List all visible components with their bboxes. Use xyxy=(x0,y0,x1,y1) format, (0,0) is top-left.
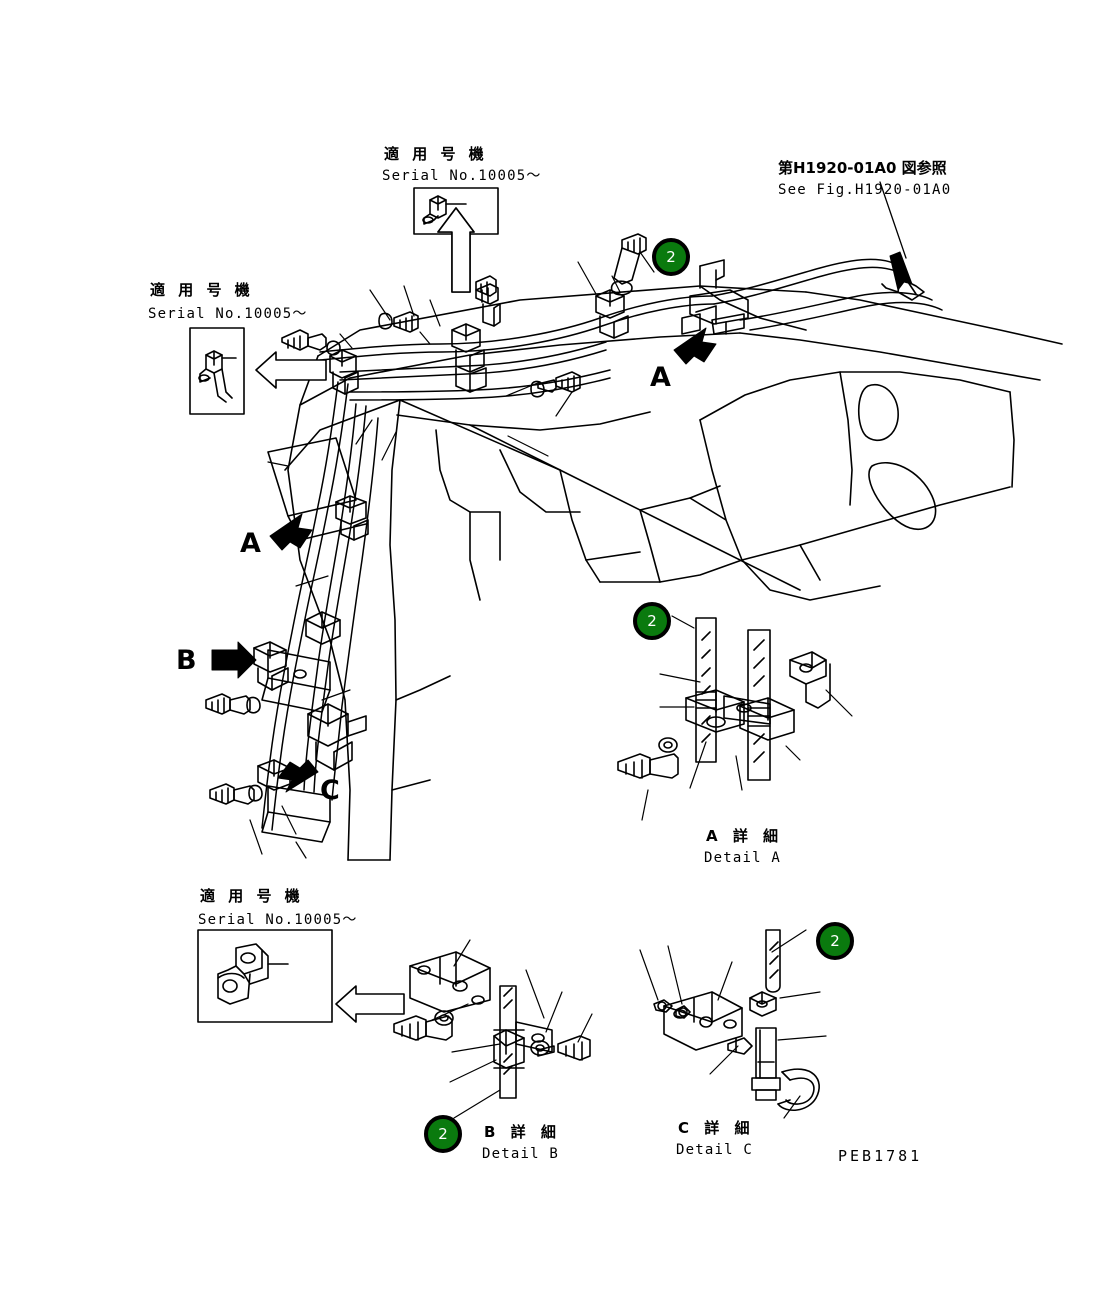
section-arrow-b xyxy=(211,641,257,679)
callout-marker-2-detail-a[interactable]: 2 xyxy=(633,602,671,640)
note-left-lower-serial: Serial No.10005〜 xyxy=(198,912,358,928)
callout-marker-2-top[interactable]: 2 xyxy=(652,238,690,276)
hose-routing xyxy=(261,258,943,831)
detail-b-drawing xyxy=(393,939,593,1119)
detail-c-drawing xyxy=(639,929,827,1119)
reference-figure-jp: 第H1920-01A0 図参照 xyxy=(778,159,947,177)
detail-a-drawing xyxy=(617,615,853,821)
note-left-upper-serial: Serial No.10005〜 xyxy=(148,306,308,322)
section-letter-b: B xyxy=(176,645,197,676)
clamps-and-brackets xyxy=(205,233,749,843)
detail-a-caption-rom: Detail A xyxy=(704,850,782,866)
section-letter-a-left: A xyxy=(240,528,261,559)
detail-a-caption-jp: A 詳 細 xyxy=(706,827,784,845)
detail-b-caption-jp: B 詳 細 xyxy=(484,1123,561,1141)
note-left-lower-jp: 適 用 号 機 xyxy=(200,887,304,905)
section-arrow-c xyxy=(277,759,319,793)
inset-box-left-lower xyxy=(197,929,333,1023)
detail-c-caption-jp: C 詳 細 xyxy=(678,1119,755,1137)
section-letter-c: C xyxy=(320,775,340,806)
section-letter-a-upper: A xyxy=(650,362,671,393)
figure-code: PEB1781 xyxy=(838,1147,923,1165)
detail-b-caption-rom: Detail B xyxy=(482,1146,560,1162)
inset-arrow-left-upper xyxy=(255,351,327,389)
note-top-center-jp: 適 用 号 機 xyxy=(384,145,488,163)
reference-leader-arrow xyxy=(889,251,913,291)
reference-figure-rom: See Fig.H1920-01A0 xyxy=(778,182,952,198)
note-top-center-serial: Serial No.10005〜 xyxy=(382,168,542,184)
callout-marker-2-detail-b[interactable]: 2 xyxy=(424,1115,462,1153)
machine-body-outline xyxy=(284,285,1063,861)
detail-c-caption-rom: Detail C xyxy=(676,1142,754,1158)
note-left-upper-jp: 適 用 号 機 xyxy=(150,281,254,299)
callout-marker-2-detail-c[interactable]: 2 xyxy=(816,922,854,960)
inset-box-left-upper xyxy=(189,327,245,415)
section-arrow-a-upper xyxy=(673,327,717,365)
section-arrow-a-left xyxy=(269,513,313,551)
main-leader-lines xyxy=(249,251,655,859)
inset-arrow-left-lower xyxy=(335,985,405,1023)
